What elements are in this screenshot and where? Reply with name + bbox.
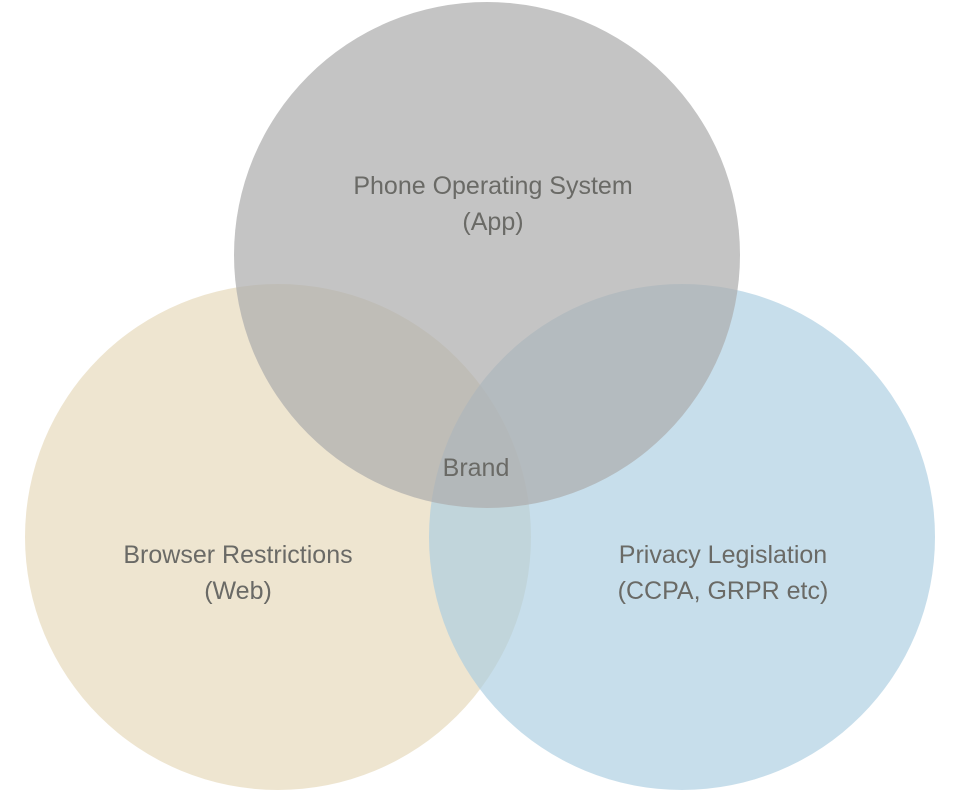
- label-intersection: Brand: [443, 450, 510, 486]
- label-browser-line2: (Web): [204, 577, 272, 605]
- circle-phone-os: [234, 2, 740, 508]
- label-privacy: Privacy Legislation (CCPA, GRPR etc): [618, 537, 829, 609]
- label-phone-os-line1: Phone Operating System: [353, 172, 633, 200]
- label-privacy-line2: (CCPA, GRPR etc): [617, 577, 829, 605]
- label-phone-os: Phone Operating System (App): [353, 168, 632, 240]
- label-intersection-text: Brand: [442, 454, 510, 482]
- label-browser: Browser Restrictions (Web): [123, 537, 352, 609]
- label-browser-line1: Browser Restrictions: [123, 541, 353, 569]
- label-privacy-line1: Privacy Legislation: [618, 541, 828, 569]
- label-phone-os-line2: (App): [462, 208, 524, 236]
